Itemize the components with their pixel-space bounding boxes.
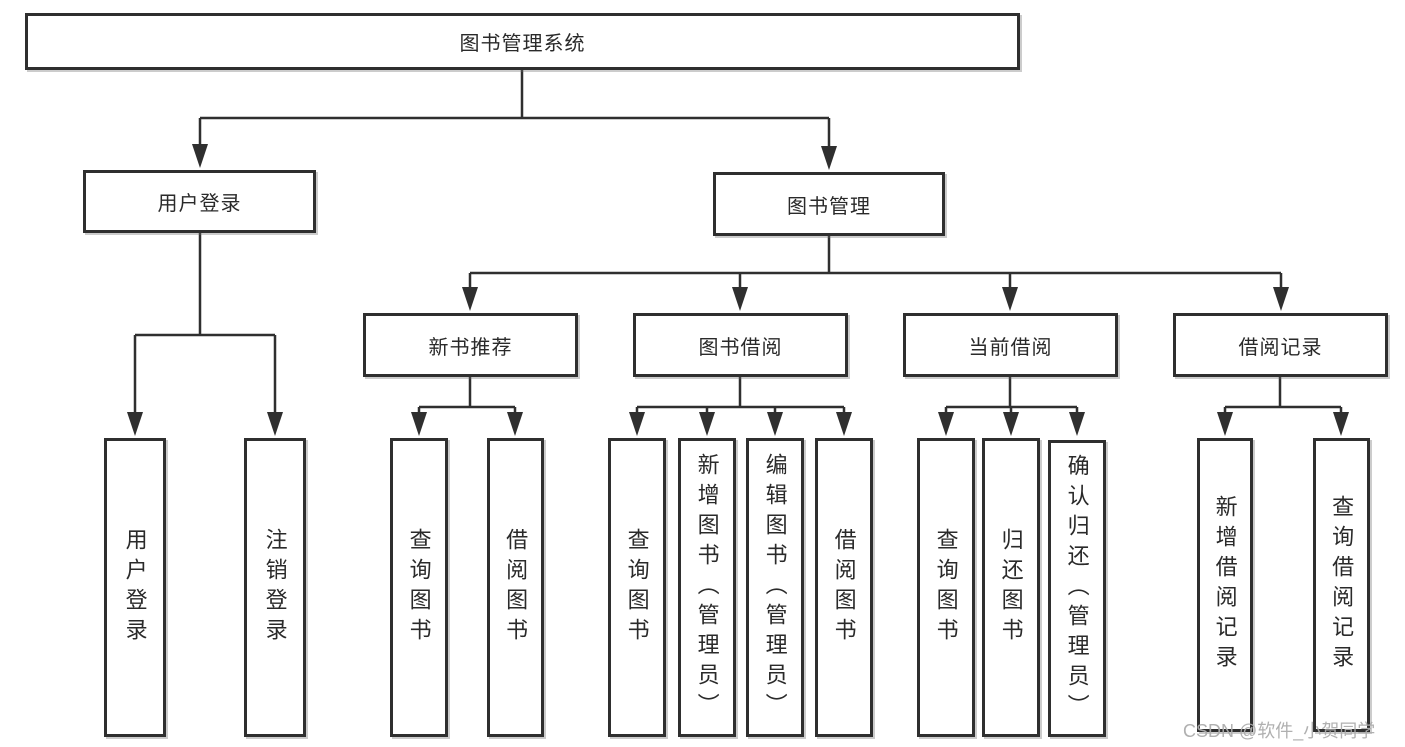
leaf-label: 确认归还（管理员） — [1064, 453, 1090, 724]
leaf-label: 查询图书 — [624, 527, 650, 648]
leaf-label: 借阅图书 — [503, 527, 529, 648]
arrow-down-icon — [192, 144, 208, 168]
arrow-down-icon — [1069, 412, 1085, 436]
leaf-label: 用户登录 — [122, 527, 148, 648]
arrow-down-icon — [629, 412, 645, 436]
arrow-down-icon — [462, 287, 478, 311]
node-user-login: 用户登录 — [83, 170, 316, 233]
arrow-down-icon — [1002, 287, 1018, 311]
leaf-label: 新增图书（管理员） — [694, 452, 720, 723]
leaf-borrow-books-recommend: 借阅图书 — [487, 438, 544, 737]
arrow-down-icon — [699, 412, 715, 436]
leaf-query-borrow-record: 查询借阅记录 — [1313, 438, 1370, 732]
leaf-label: 借阅图书 — [831, 527, 857, 648]
leaf-label: 查询图书 — [406, 527, 432, 648]
arrow-down-icon — [411, 412, 427, 436]
node-book-borrow: 图书借阅 — [633, 313, 848, 377]
leaf-label: 编辑图书（管理员） — [762, 452, 788, 723]
leaf-query-books-current: 查询图书 — [917, 438, 975, 737]
arrow-down-icon — [267, 412, 283, 436]
arrow-down-icon — [821, 146, 837, 170]
arrow-down-icon — [1333, 412, 1349, 436]
leaf-query-books-borrow: 查询图书 — [608, 438, 666, 737]
leaf-label: 新增借阅记录 — [1212, 495, 1238, 675]
leaf-add-book-admin: 新增图书（管理员） — [678, 438, 736, 737]
arrow-down-icon — [836, 412, 852, 436]
leaf-add-borrow-record: 新增借阅记录 — [1197, 438, 1253, 732]
csdn-watermark: CSDN @软件_小贺同学 — [1183, 721, 1376, 741]
leaf-user-login: 用户登录 — [104, 438, 166, 737]
arrow-down-icon — [767, 412, 783, 436]
arrow-down-icon — [127, 412, 143, 436]
leaf-borrow-books: 借阅图书 — [815, 438, 873, 737]
tree-edges — [133, 70, 1343, 414]
node-library-system: 图书管理系统 — [25, 13, 1020, 70]
leaf-query-books-recommend: 查询图书 — [390, 438, 448, 737]
arrow-down-icon — [507, 412, 523, 436]
leaf-label: 归还图书 — [998, 527, 1024, 648]
arrow-down-icon — [732, 287, 748, 311]
leaf-edit-book-admin: 编辑图书（管理员） — [746, 438, 804, 737]
arrow-down-icon — [1273, 287, 1289, 311]
arrow-down-icon — [1217, 412, 1233, 436]
node-borrow-records: 借阅记录 — [1173, 313, 1388, 377]
node-new-book-recommend: 新书推荐 — [363, 313, 578, 377]
node-book-management: 图书管理 — [713, 172, 945, 236]
leaf-label: 查询借阅记录 — [1329, 495, 1355, 675]
leaf-label: 注销登录 — [262, 527, 288, 648]
arrowheads — [127, 144, 1349, 436]
leaf-logout: 注销登录 — [244, 438, 306, 737]
leaf-label: 查询图书 — [933, 527, 959, 648]
arrow-down-icon — [938, 412, 954, 436]
leaf-confirm-return-admin: 确认归还（管理员） — [1048, 440, 1106, 737]
arrow-down-icon — [1003, 412, 1019, 436]
node-current-borrow: 当前借阅 — [903, 313, 1118, 377]
leaf-return-book: 归还图书 — [982, 438, 1040, 737]
